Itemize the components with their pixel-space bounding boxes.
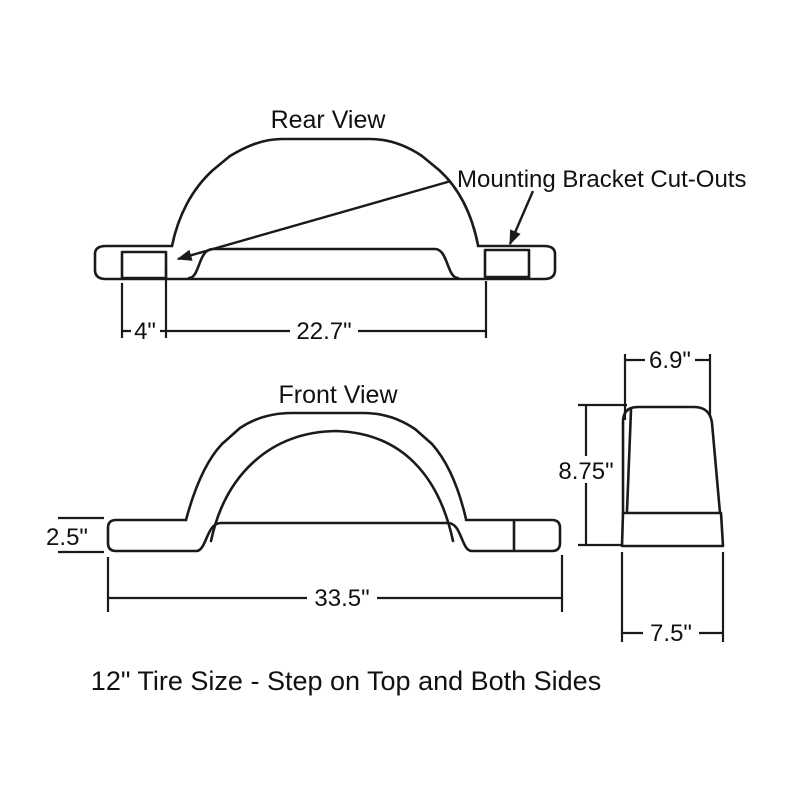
cutout-label: Mounting Bracket Cut-Outs (457, 166, 746, 193)
front-view-title: Front View (278, 381, 398, 409)
rear-view: Rear View Mounting Bracket Cut-Outs 4" 2… (93, 106, 746, 345)
side-view: 6.9" 8.75" 7.5" (555, 347, 725, 647)
rear-cutout-right (483, 248, 531, 279)
rear-base-strip (93, 244, 557, 281)
rear-inner-ledge (187, 247, 460, 280)
front-base-outline (106, 518, 562, 553)
dim-69-mask (645, 347, 695, 372)
front-view: Front View 2.5" 33.5" (46, 381, 564, 612)
dim-overall-width: 33.5" (314, 585, 369, 612)
cutout-leader-right (508, 190, 535, 246)
drawing-caption: 12" Tire Size - Step on Top and Both Sid… (91, 666, 601, 696)
dim-top-depth: 6.9" (649, 347, 691, 374)
dim-bracket-spacing: 22.7" (296, 318, 351, 345)
dim-cutout-width: 4" (134, 318, 156, 345)
side-fold-line (625, 408, 633, 513)
dim-875-mask (555, 456, 619, 483)
front-arch-inner (209, 429, 455, 543)
dim-lip-height: 2.5" (46, 524, 88, 551)
dim-height: 8.75" (558, 458, 613, 485)
side-lower-block (620, 511, 725, 548)
rear-cutout-left (120, 250, 168, 280)
dim-75-mask (643, 619, 699, 645)
cutout-leader-left (176, 179, 452, 261)
front-arch-outer (184, 411, 468, 522)
dim-4-mask (131, 317, 160, 343)
rear-view-title: Rear View (271, 106, 387, 134)
dim-227-mask (290, 317, 358, 343)
side-body-outline (621, 405, 722, 515)
dim-335-mask (307, 584, 377, 610)
dim-bottom-depth: 7.5" (650, 620, 692, 647)
rear-fender-dome (170, 137, 480, 248)
